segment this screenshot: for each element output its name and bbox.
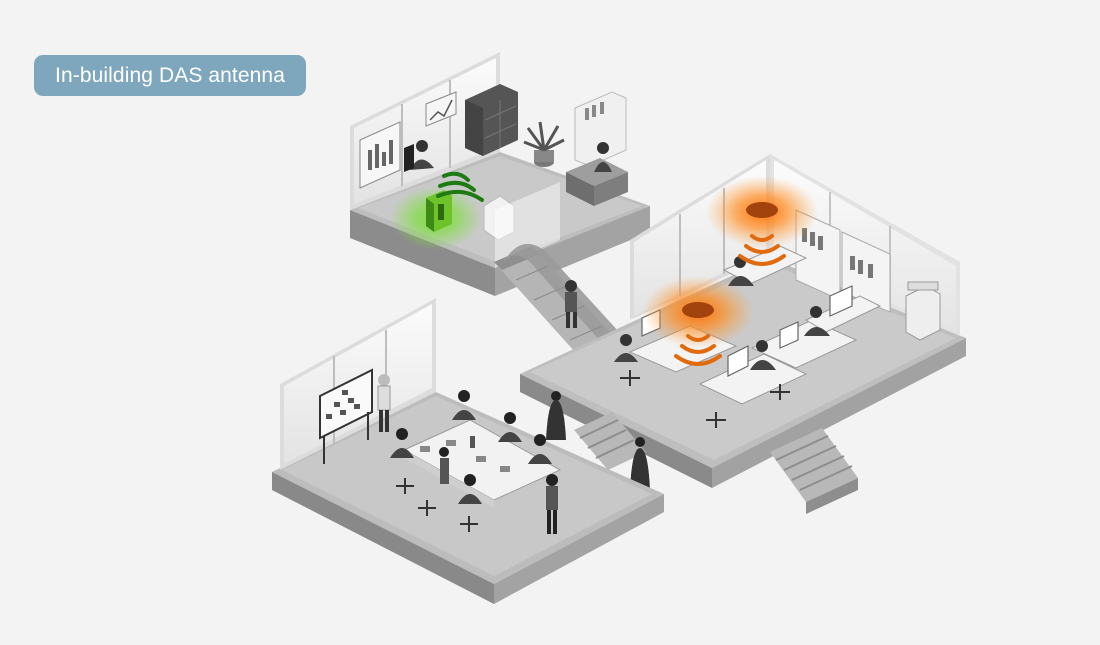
person-icon xyxy=(594,142,612,172)
wifi-signal-icon xyxy=(436,171,484,202)
antenna-icon xyxy=(642,276,754,348)
printer-icon xyxy=(905,281,941,341)
escalator-icon xyxy=(494,243,630,362)
antenna-icon xyxy=(390,186,482,250)
antenna-icon xyxy=(706,176,818,248)
title-label: In-building DAS antenna xyxy=(34,55,306,96)
wifi-signal-icon xyxy=(674,334,722,366)
stairs-icon xyxy=(574,412,646,470)
plant-icon xyxy=(523,121,565,167)
chair-icon xyxy=(620,370,790,428)
lower-floor xyxy=(272,298,664,604)
middle-floor xyxy=(520,154,966,514)
person-icon xyxy=(565,280,577,328)
wifi-signal-icon xyxy=(738,234,786,266)
person-icon xyxy=(546,391,650,490)
chair-icon xyxy=(396,478,478,532)
person-icon xyxy=(377,374,391,432)
person-icon xyxy=(404,140,434,172)
person-icon xyxy=(390,390,558,534)
top-floor xyxy=(350,52,650,296)
stairs-icon xyxy=(770,428,858,514)
whiteboard-icon xyxy=(319,368,373,464)
